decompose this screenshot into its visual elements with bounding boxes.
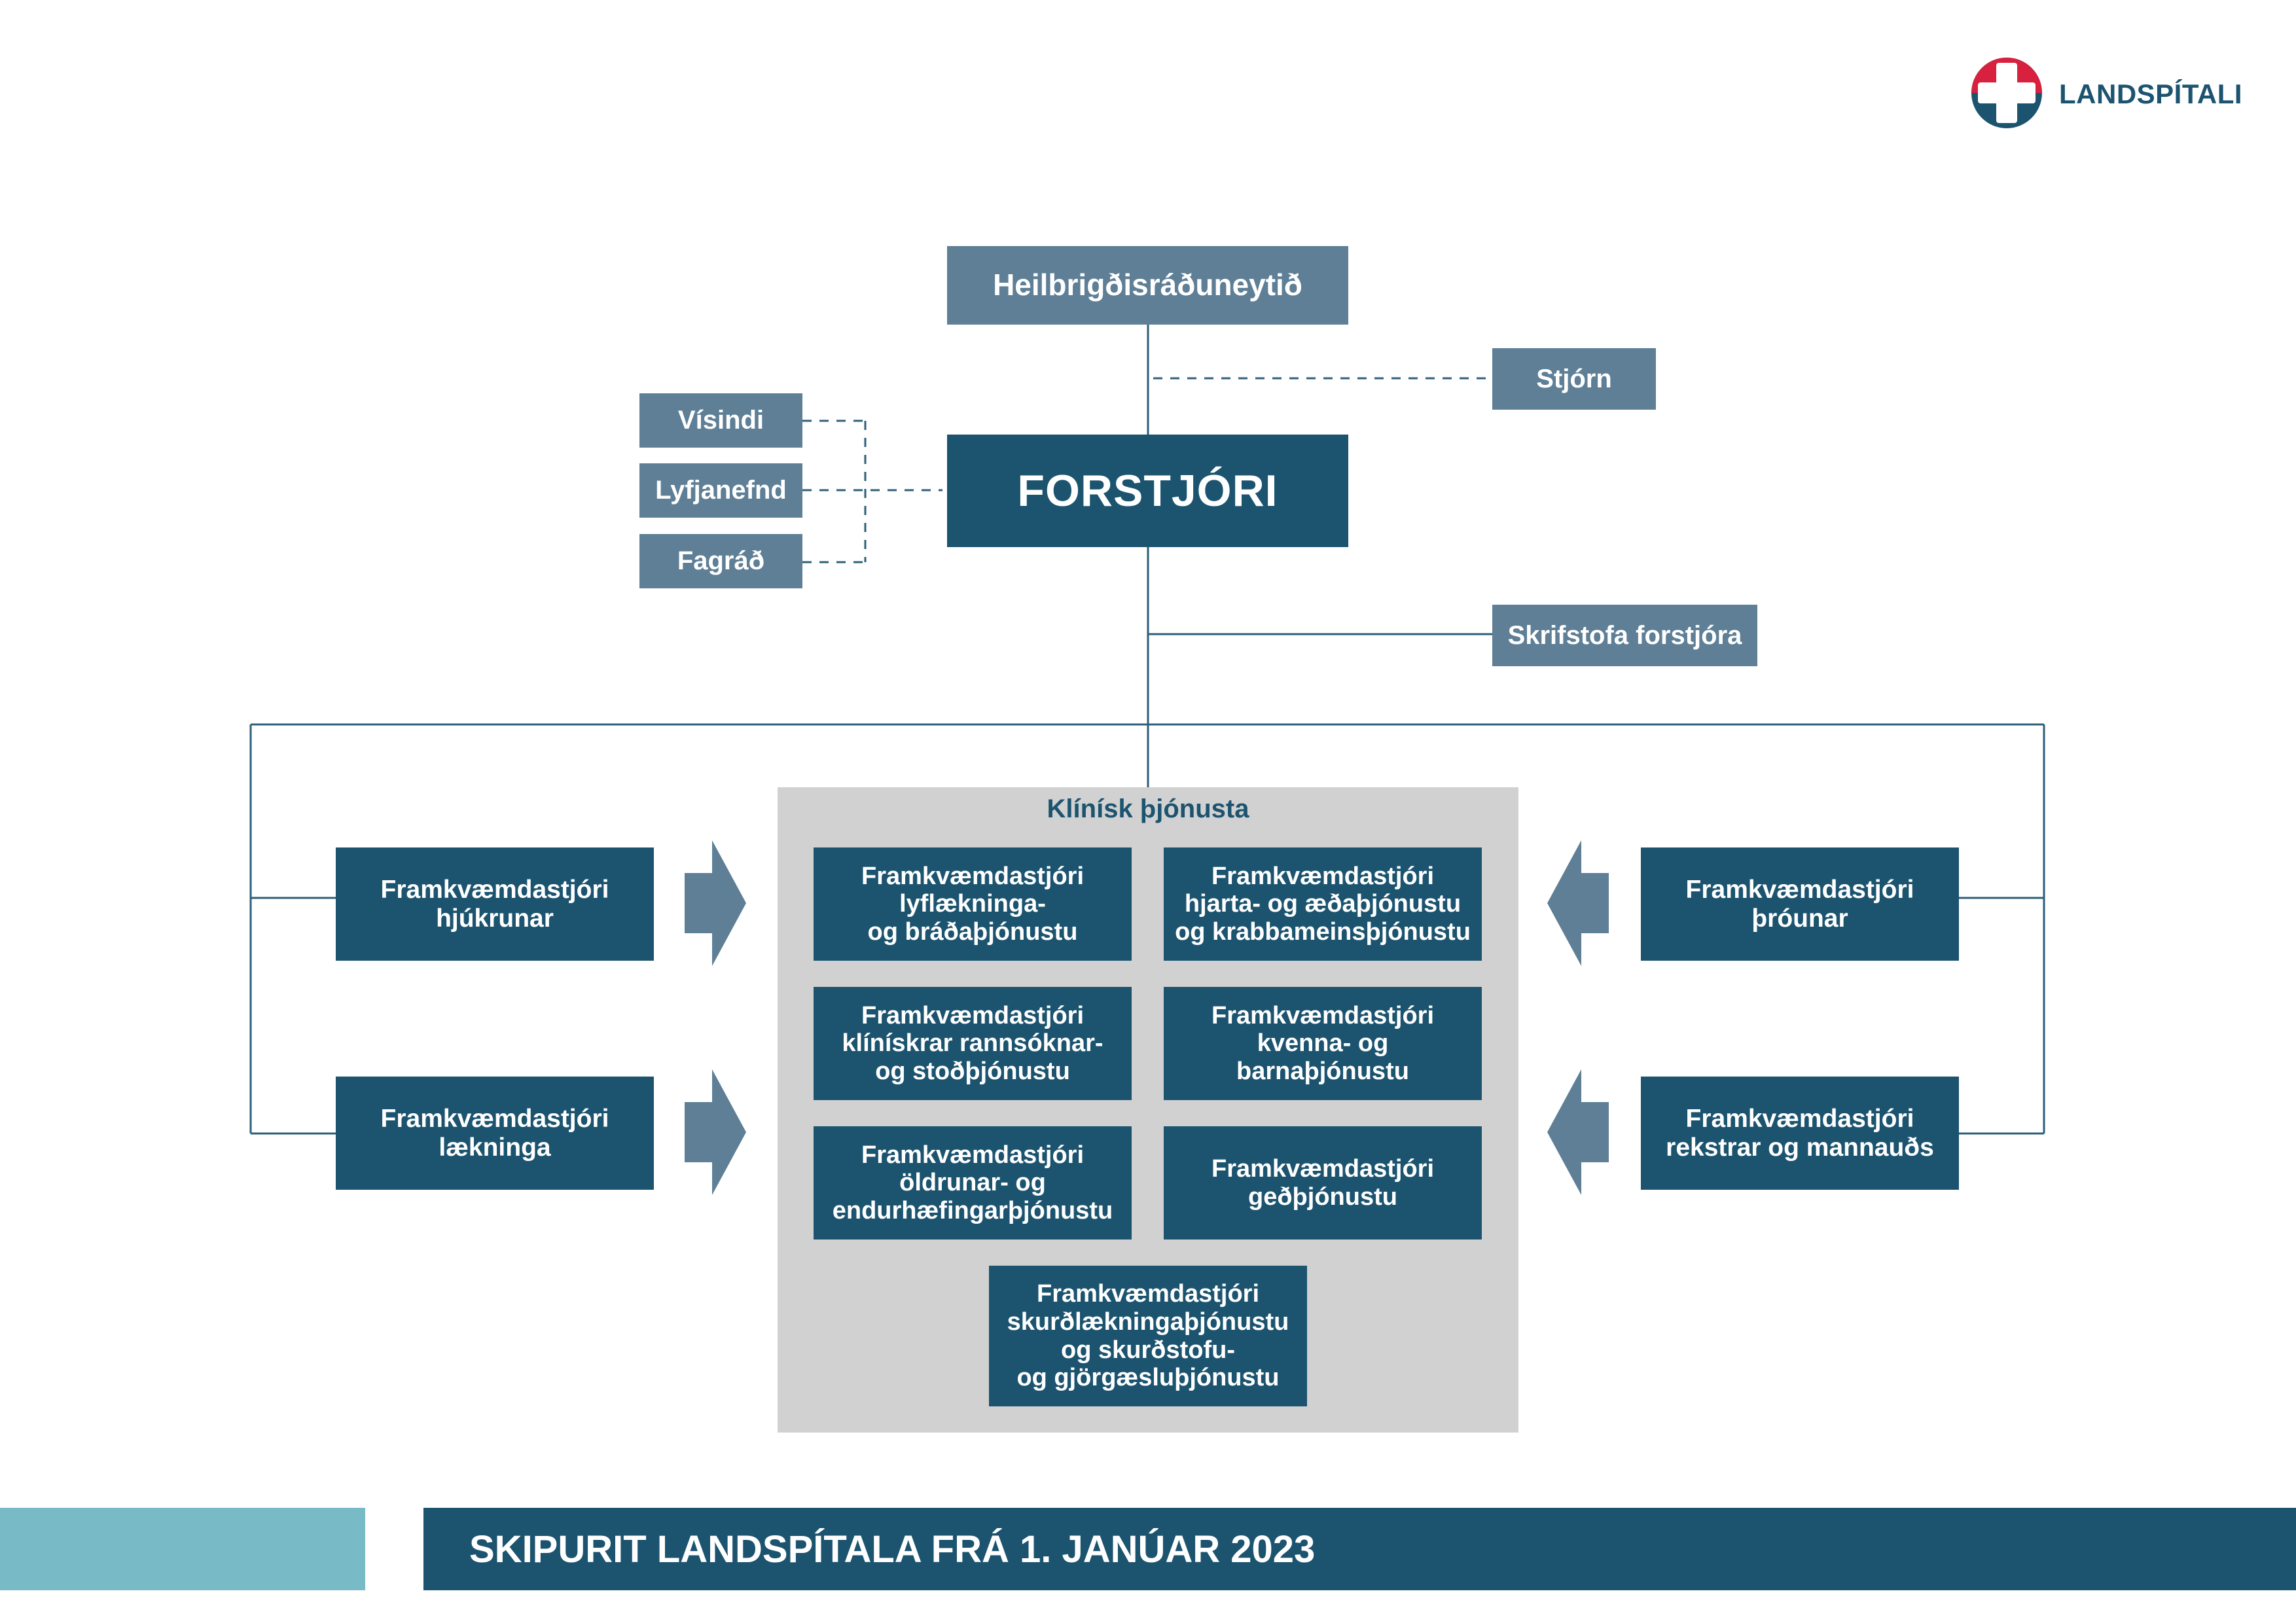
clinical-title: Klínísk þjónusta — [1047, 794, 1249, 823]
clinical-unit-oldrunar: Framkvæmdastjóri öldrunar- og endurhæfin… — [814, 1126, 1132, 1240]
office-box: Skrifstofa forstjóra — [1492, 605, 1757, 666]
logo: LANDSPÍTALI — [1964, 55, 2242, 131]
committee-lyfjanefnd: Lyfjanefnd — [639, 463, 802, 518]
arrow-right-1 — [685, 840, 746, 966]
clinical-unit-ged: Framkvæmdastjóri geðþjónustu — [1164, 1126, 1482, 1240]
clinical-unit-lyflaekninga: Framkvæmdastjóri lyflækninga- og bráðaþj… — [814, 847, 1132, 961]
director-box: FORSTJÓRI — [947, 435, 1348, 547]
arrow-left-1 — [1547, 840, 1609, 966]
clinical-unit-hjarta: Framkvæmdastjóri hjarta- og æðaþjónustu … — [1164, 847, 1482, 961]
footer-accent-bar — [0, 1508, 365, 1590]
logo-text: LANDSPÍTALI — [2059, 79, 2243, 109]
clinical-unit-rannsoknar: Framkvæmdastjóri klínískrar rannsóknar- … — [814, 987, 1132, 1100]
footer-title: SKIPURIT LANDSPÍTALA FRÁ 1. JANÚAR 2023 — [469, 1527, 1316, 1571]
committee-visindi: Vísindi — [639, 393, 802, 448]
director-laekninga: Framkvæmdastjóri lækninga — [336, 1077, 654, 1190]
director-rekstrar: Framkvæmdastjóri rekstrar og mannauðs — [1641, 1077, 1959, 1190]
cross-emblem-icon — [1971, 58, 2042, 128]
footer-title-bar: SKIPURIT LANDSPÍTALA FRÁ 1. JANÚAR 2023 — [423, 1508, 2296, 1590]
clinical-unit-skurd: Framkvæmdastjóri skurðlækningaþjónustu o… — [989, 1266, 1307, 1406]
director-hjukrunar: Framkvæmdastjóri hjúkrunar — [336, 847, 654, 961]
clinical-unit-kvenna: Framkvæmdastjóri kvenna- og barnaþjónust… — [1164, 987, 1482, 1100]
arrow-right-2 — [685, 1069, 746, 1195]
director-throunar: Framkvæmdastjóri þróunar — [1641, 847, 1959, 961]
committee-fagrad: Fagráð — [639, 534, 802, 588]
arrow-left-2 — [1547, 1069, 1609, 1195]
board-box: Stjórn — [1492, 348, 1656, 410]
ministry-box: Heilbrigðisráðuneytið — [947, 246, 1348, 325]
